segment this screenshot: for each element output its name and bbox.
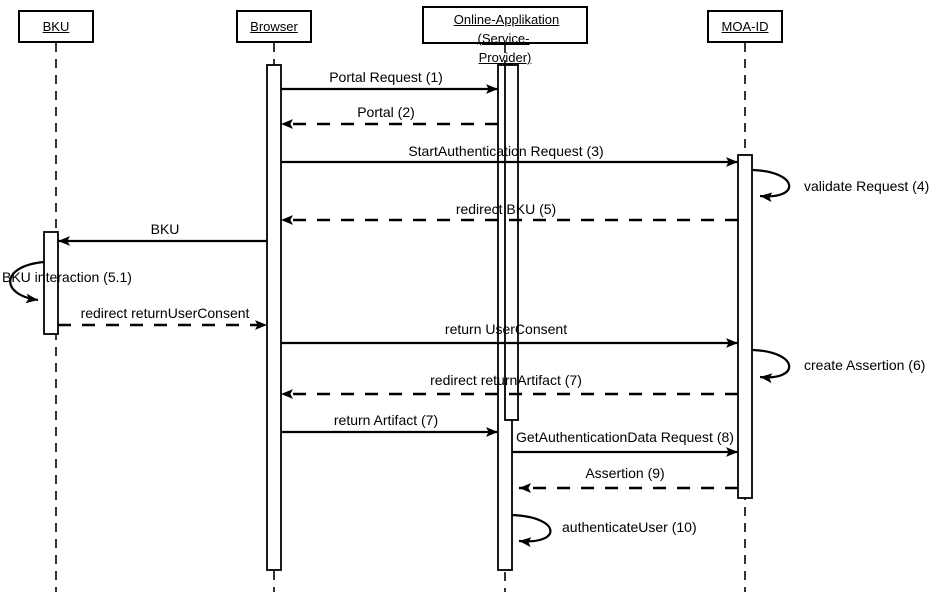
participant-label-bku: BKU: [42, 18, 70, 34]
message-arrow-authenticateuser: [511, 513, 552, 547]
message-label-redirect-bku: redirect BKU (5): [455, 201, 557, 217]
activation-bar-bku: [43, 231, 59, 335]
participant-label-browser: Browser: [250, 18, 298, 34]
message-arrow-validate-request: [752, 168, 791, 203]
message-label-startauthentication-request: StartAuthentication Request (3): [408, 143, 604, 159]
message-arrow-create-assertion: [752, 348, 791, 384]
activation-bar-online-applikation-inner: [504, 64, 519, 421]
activation-bar-moa-id: [737, 154, 753, 499]
message-label-bku: BKU: [150, 221, 180, 237]
activation-bar-browser: [266, 64, 282, 571]
participant-box-bku[interactable]: BKU: [18, 10, 94, 43]
message-label-return-artifact: return Artifact (7): [333, 412, 439, 428]
message-label-redirect-returnuserconsent: redirect returnUserConsent: [80, 305, 250, 321]
message-label-bku-interaction: BKU interaction (5.1): [2, 269, 132, 285]
message-label-redirect-returnartifact: redirect returnArtifact (7): [430, 372, 582, 388]
message-label-portal-request: Portal Request (1): [329, 69, 443, 85]
participant-label-moa-id: MOA-ID: [721, 18, 769, 34]
message-label-validate-request: validate Request (4): [804, 178, 930, 194]
message-arrow-bku-interaction: [9, 260, 45, 304]
message-label-getauthenticationdata-request: GetAuthenticationData Request (8): [516, 429, 734, 445]
participant-label-online-applikation-line1: Online-Applikation (Service-: [453, 12, 560, 46]
message-label-assertion: Assertion (9): [585, 465, 665, 481]
message-label-portal: Portal (2): [357, 104, 415, 120]
participant-box-browser[interactable]: Browser: [236, 10, 312, 43]
participant-box-online-applikation[interactable]: Online-Applikation (Service- Provider): [422, 6, 588, 65]
message-label-return-userconsent: return UserConsent: [444, 321, 568, 337]
message-label-authenticateuser: authenticateUser (10): [562, 519, 697, 535]
participant-label-online-applikation-line2: Provider): [478, 49, 532, 65]
participant-box-moa-id[interactable]: MOA-ID: [707, 10, 783, 43]
message-label-create-assertion: create Assertion (6): [804, 357, 926, 373]
